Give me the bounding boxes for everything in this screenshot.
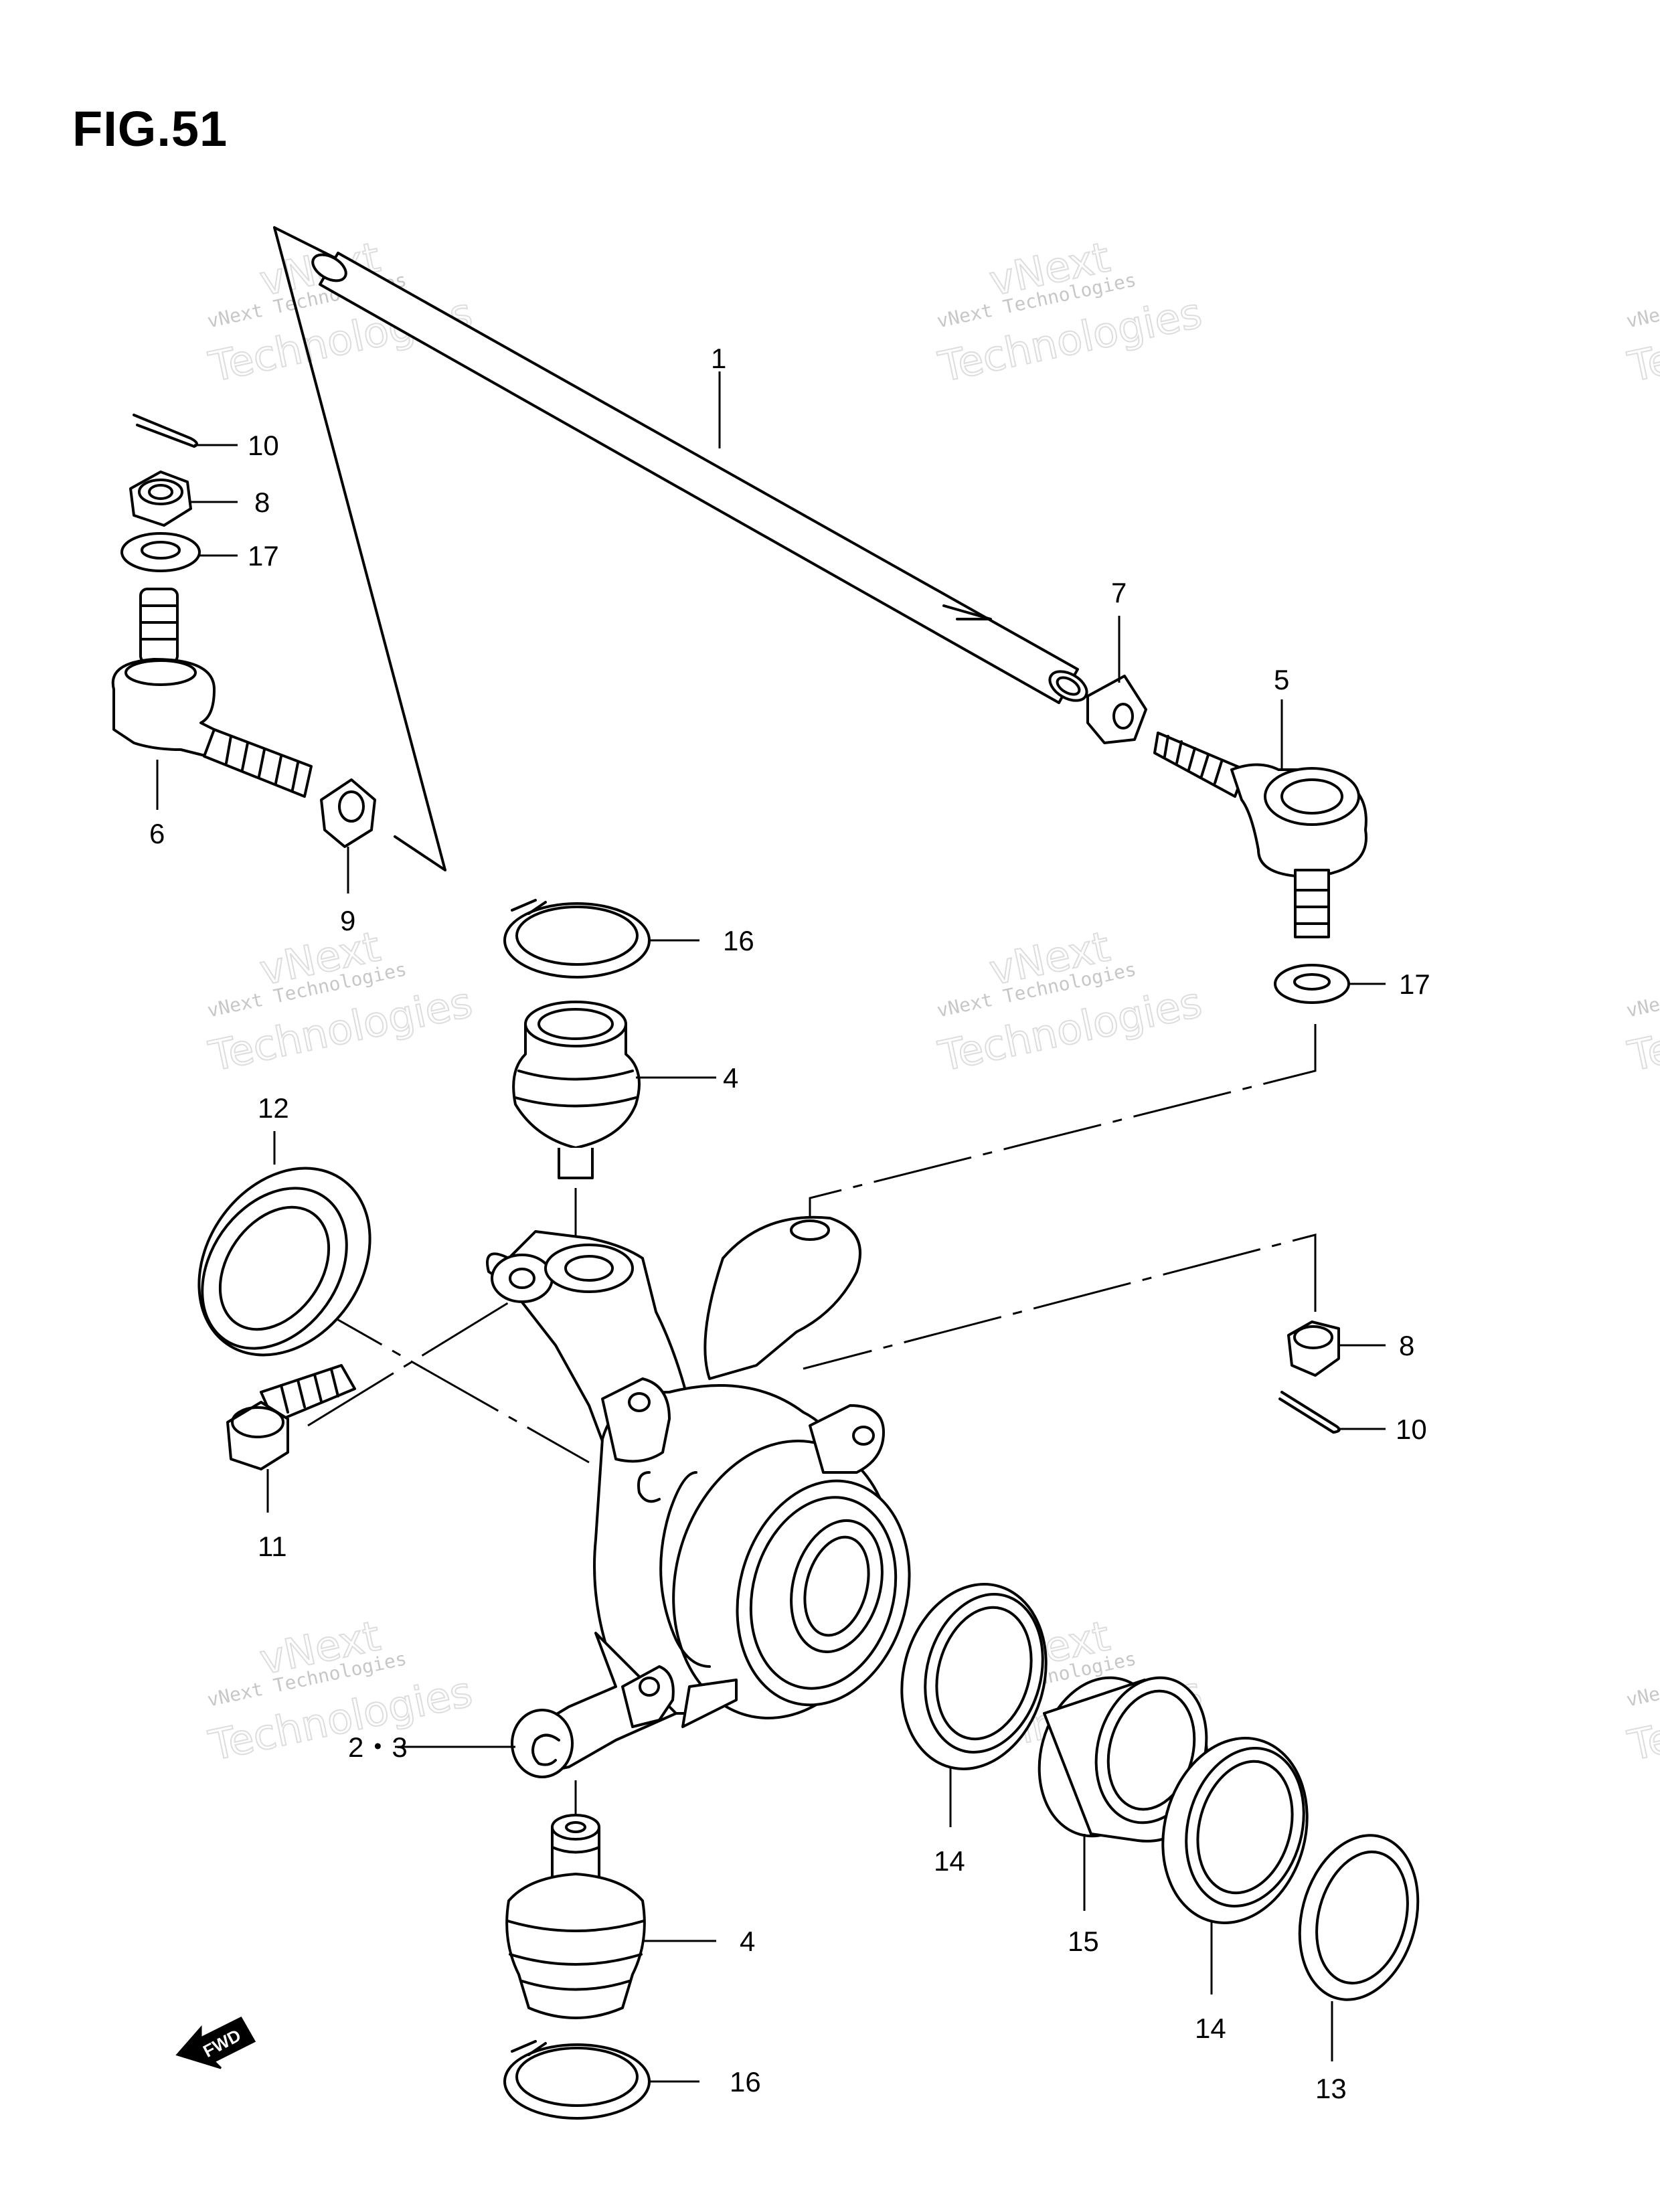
- tie-rod-end-axis: [809, 1024, 1317, 1225]
- callout-11: 11: [258, 1531, 287, 1562]
- callout-13: 13: [1315, 2073, 1347, 2104]
- watermark-8: vNext Technologies Technologies: [1623, 958, 1660, 1082]
- callout-labels: 1 7 5 6 9 10 8 17 16 17 4 12 11 8 10 2・3…: [149, 343, 1430, 2104]
- callout-6: 6: [149, 818, 165, 849]
- ball-joint-part-4-lower[interactable]: [505, 1814, 646, 2019]
- watermark-5: vNext vNext Technologies Technologies: [204, 1610, 477, 1771]
- steering-knuckle-part-2-3[interactable]: [486, 1215, 934, 1778]
- watermark-line1: vNext Technologies: [1625, 268, 1660, 332]
- figure-title: FIG.51: [72, 101, 228, 157]
- washer-part-17-lower[interactable]: [1274, 964, 1350, 1004]
- callout-5: 5: [1274, 664, 1289, 695]
- callout-2-3: 2・3: [348, 1731, 408, 1763]
- callout-7: 7: [1111, 577, 1127, 608]
- callout-17-lower: 17: [1399, 968, 1430, 1000]
- seal-ring-part-13[interactable]: [1282, 1822, 1436, 2013]
- callout-10-lower: 10: [1396, 1414, 1427, 1445]
- watermark-line1: vNext Technologies: [1625, 1647, 1660, 1711]
- washer-part-17-upper[interactable]: [120, 532, 201, 572]
- callout-8-upper: 8: [254, 487, 270, 518]
- callout-16-lower: 16: [730, 2066, 761, 2098]
- tie-rod-part-1[interactable]: [309, 250, 1092, 707]
- callout-leaders: [156, 371, 1386, 2083]
- castle-nut-part-8-upper[interactable]: [129, 471, 192, 527]
- callout-8-lower: 8: [1399, 1330, 1414, 1361]
- forward-direction-arrow: FWD: [175, 2017, 256, 2069]
- callout-17-upper: 17: [248, 540, 279, 572]
- callout-15: 15: [1068, 1926, 1099, 1957]
- watermark-2: vNext vNext Technologies Technologies: [934, 232, 1207, 392]
- watermark-1: vNext vNext Technologies Technologies: [204, 232, 477, 392]
- callout-14-second: 14: [1195, 2013, 1226, 2044]
- snap-ring-part-16-lower[interactable]: [503, 2040, 651, 2120]
- watermark-line1: vNext Technologies: [1625, 958, 1660, 1021]
- callout-16-upper: 16: [723, 925, 754, 956]
- seal-part-14-first[interactable]: [882, 1568, 1066, 1786]
- seal-axis: [294, 1294, 590, 1464]
- castle-nut-part-8-lower[interactable]: [1287, 1321, 1340, 1377]
- callout-12: 12: [258, 1092, 289, 1124]
- watermark-3: vNext vNext Technologies Technologies: [204, 921, 477, 1082]
- watermark-9: vNext Technologies Technologies: [1623, 1647, 1660, 1771]
- callout-4-upper: 4: [723, 1062, 738, 1094]
- tie-rod-end-part-6[interactable]: [111, 588, 313, 798]
- nut-part-7[interactable]: [1086, 675, 1147, 744]
- callout-10-upper: 10: [248, 430, 279, 461]
- bolt-part-11[interactable]: [226, 1364, 356, 1470]
- tie-rod-bracket-line: [273, 226, 446, 871]
- oil-seal-part-12[interactable]: [164, 1135, 405, 1388]
- callout-9: 9: [340, 905, 355, 936]
- tie-rod-end-part-5[interactable]: [1153, 732, 1367, 938]
- ball-joint-part-4-upper[interactable]: [512, 1001, 641, 1179]
- watermark-7: vNext Technologies Technologies: [1623, 268, 1660, 392]
- callout-1: 1: [711, 343, 726, 374]
- watermark-group: vNext vNext Technologies Technologies vN…: [204, 232, 1660, 1771]
- snap-ring-part-16-upper[interactable]: [503, 899, 651, 979]
- nut-axis: [803, 1233, 1317, 1370]
- cotter-pin-part-10-upper[interactable]: [133, 414, 198, 448]
- cotter-pin-part-10-lower[interactable]: [1278, 1391, 1341, 1434]
- nut-part-9[interactable]: [320, 778, 376, 848]
- callout-4-lower: 4: [740, 1926, 755, 1957]
- callout-14-first: 14: [934, 1845, 965, 1877]
- watermark-4: vNext vNext Technologies Technologies: [934, 921, 1207, 1082]
